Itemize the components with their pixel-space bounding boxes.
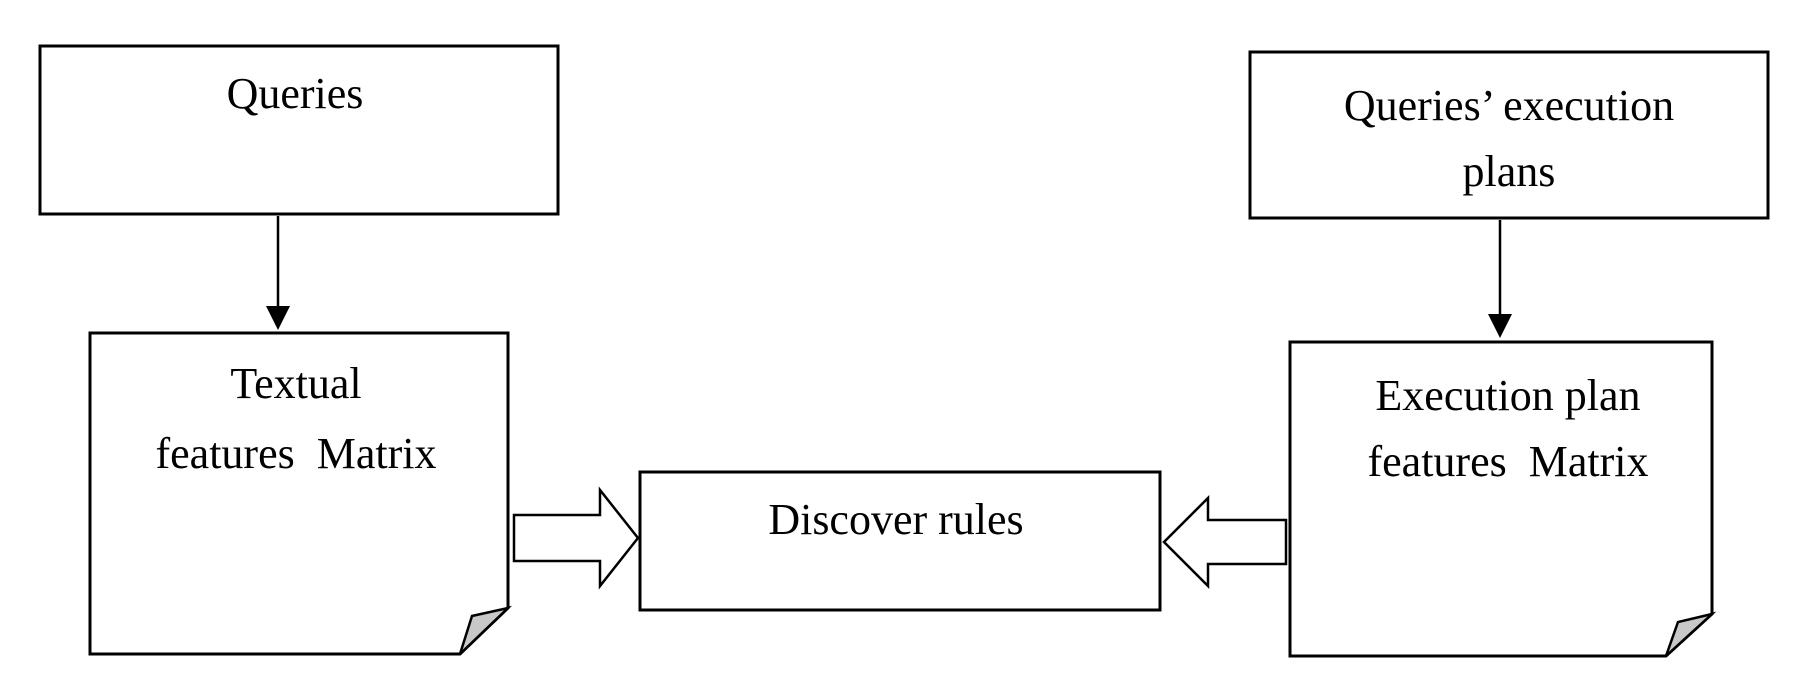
execution-plans-label-line2: plans <box>1463 147 1556 196</box>
execution-matrix-document: Execution plan features Matrix <box>1288 340 1717 658</box>
textual-matrix-label-line2: features Matrix <box>156 429 437 478</box>
discover-rules-label: Discover rules <box>768 495 1023 544</box>
queries-label: Queries <box>227 69 364 118</box>
block-arrow-textual-to-rules <box>512 486 640 590</box>
execution-plans-box: Queries’ execution plans <box>1248 50 1770 220</box>
block-arrow-execution-to-rules <box>1162 494 1288 590</box>
arrowhead-queries-to-textual <box>266 306 290 330</box>
execution-plans-label-line1: Queries’ execution <box>1344 81 1674 130</box>
textual-matrix-label-line1: Textual <box>230 359 361 408</box>
execution-matrix-label-line2: features Matrix <box>1368 437 1649 486</box>
queries-box: Queries <box>38 44 560 216</box>
execution-matrix-fold <box>1664 611 1717 657</box>
arrowhead-plans-to-execution <box>1488 314 1512 338</box>
discover-rules-box: Discover rules <box>638 470 1162 612</box>
textual-matrix-document: Textual features Matrix <box>88 331 513 656</box>
textual-matrix-fold <box>458 605 513 655</box>
execution-matrix-label-line1: Execution plan <box>1375 371 1640 420</box>
